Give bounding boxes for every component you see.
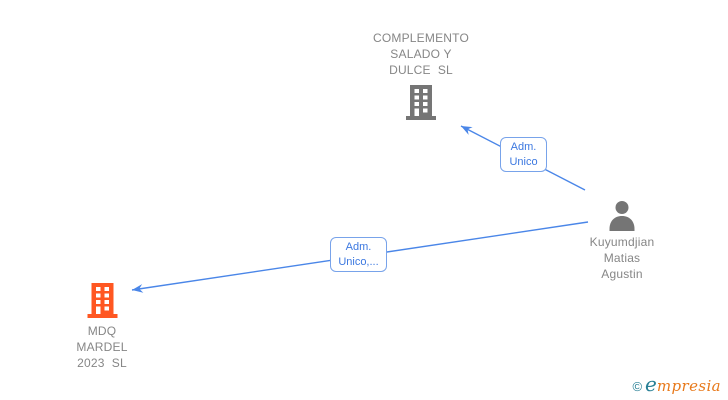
building-icon	[406, 85, 436, 120]
brand-name: mpresia	[656, 377, 721, 395]
person-icon	[609, 201, 635, 231]
edge-label-adm-unico[interactable]: Adm. Unico	[500, 137, 547, 172]
building-icon	[87, 283, 117, 318]
edge-label-adm-unico-more[interactable]: Adm. Unico,...	[330, 237, 387, 272]
brand-initial: e	[645, 372, 657, 396]
node-label: COMPLEMENTO SALADO Y DULCE SL	[373, 31, 469, 77]
copyright-icon: ©	[632, 379, 643, 394]
node-label: Kuyumdjian Matias Agustin	[589, 235, 655, 281]
empresia-watermark: © e mpresia	[632, 374, 721, 395]
node-company-complemento[interactable]: COMPLEMENTO SALADO Y DULCE SL	[341, 30, 501, 120]
node-company-mdq[interactable]: MDQ MARDEL 2023 SL	[22, 283, 182, 371]
node-label: MDQ MARDEL 2023 SL	[76, 324, 128, 370]
node-person-kuyumdjian[interactable]: Kuyumdjian Matias Agustin	[542, 200, 702, 282]
